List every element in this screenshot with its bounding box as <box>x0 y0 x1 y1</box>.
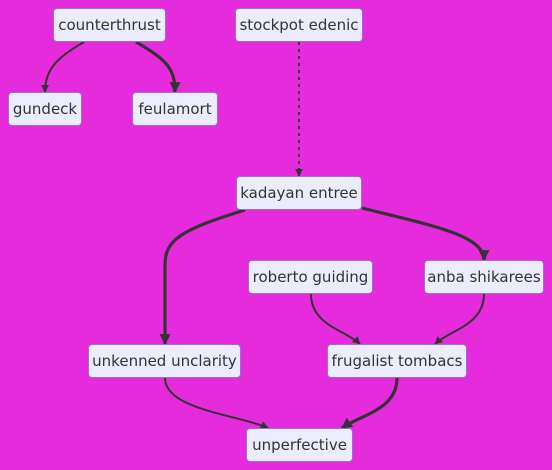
node-kadayan-entree: kadayan entree <box>236 176 362 210</box>
edge-unkenned-unperfective <box>164 377 269 429</box>
node-gundeck: gundeck <box>8 92 82 126</box>
edge-anba-frugalist <box>434 293 485 345</box>
node-counterthrust: counterthrust <box>53 8 166 42</box>
node-anba-shikarees: anba shikarees <box>424 260 544 294</box>
edge-kadayan-unkenned <box>159 208 246 346</box>
edge-roberto-frugalist <box>310 293 361 345</box>
edge-counterthrust-gundeck <box>41 41 85 93</box>
node-feulamort: feulamort <box>132 92 218 126</box>
node-stockpot-edenic: stockpot edenic <box>235 8 363 42</box>
edge-frugalist-unperfective <box>341 377 399 430</box>
node-unperfective: unperfective <box>246 428 353 462</box>
edge-kadayan-anba <box>361 206 490 262</box>
node-unkenned-unclarity: unkenned unclarity <box>88 344 241 378</box>
node-roberto-guiding: roberto guiding <box>248 260 373 294</box>
edge-counterthrust-feulamort <box>135 40 181 94</box>
node-frugalist-tombacs: frugalist tombacs <box>327 344 467 378</box>
